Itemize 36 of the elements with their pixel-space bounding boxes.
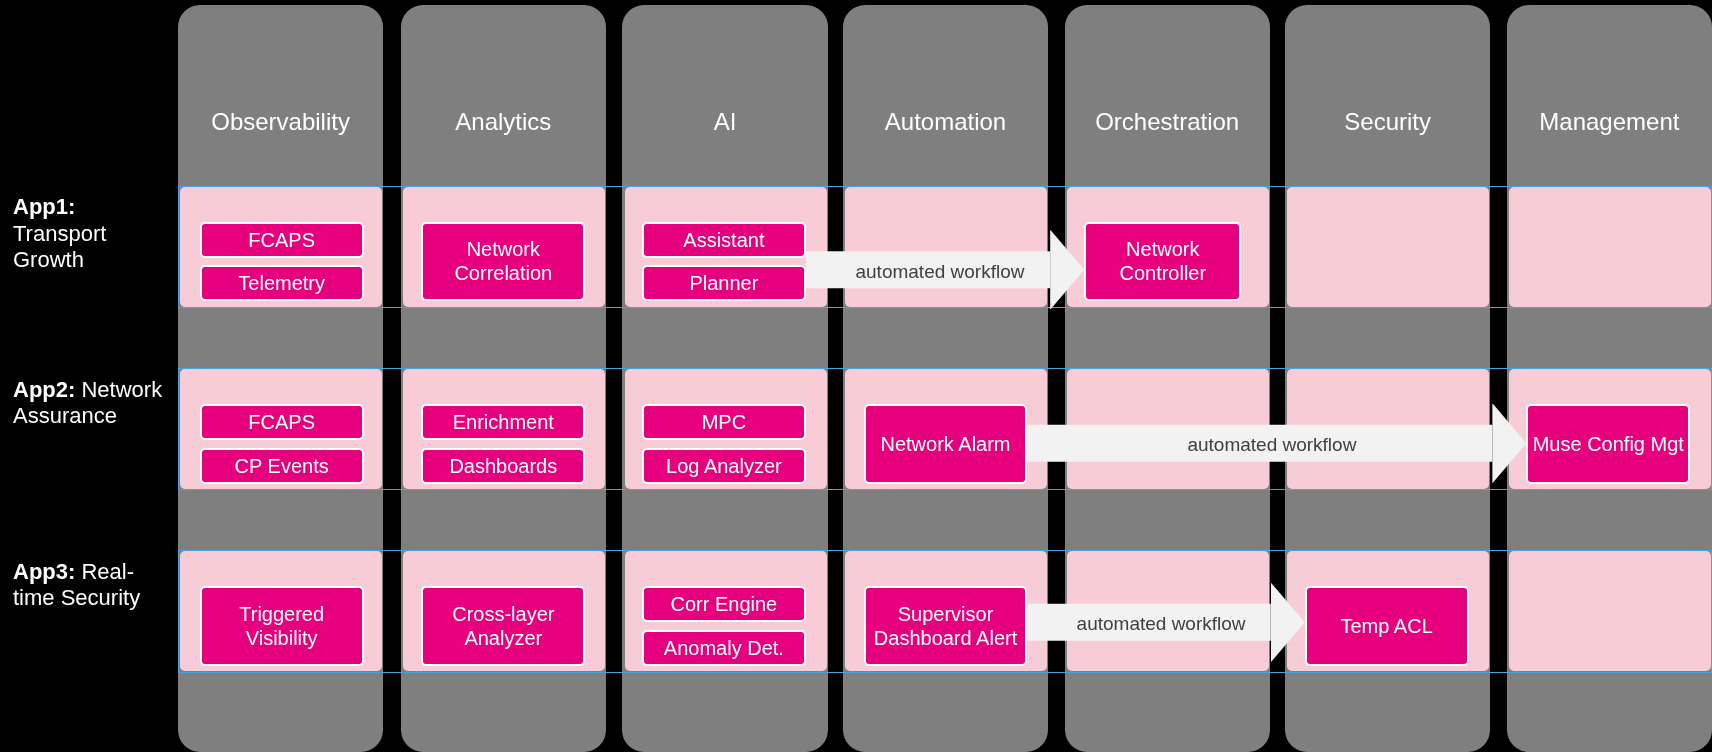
component-box: CP Events (199, 447, 364, 484)
component-box: Enrichment (421, 403, 586, 440)
column-heading: Management (1538, 107, 1681, 137)
component-box: FCAPS (199, 403, 364, 440)
column-heading: AI (712, 107, 738, 137)
component-box: Triggered Visibility (199, 586, 364, 666)
component-box: Planner (642, 265, 806, 302)
column-heading: Orchestration (1094, 107, 1241, 137)
component-box: MPC (642, 403, 806, 440)
component-box: Log Analyzer (642, 447, 806, 484)
component-box: Network Alarm (863, 403, 1028, 484)
edge-label: automated workflow (854, 259, 1026, 284)
row-label: App2: Network Assurance (13, 376, 163, 430)
column-heading: Observability (210, 107, 351, 137)
component-box: Assistant (642, 221, 806, 258)
column-heading: Security (1343, 107, 1433, 137)
row-label: App1: Transport Growth (13, 194, 108, 274)
component-box: FCAPS (199, 221, 364, 258)
block-arrow (1027, 582, 1305, 663)
block-arrow (805, 229, 1085, 310)
column-heading: Analytics (454, 107, 553, 137)
component-box: Telemetry (199, 265, 364, 302)
component-box: Network Controller (1084, 221, 1242, 302)
block-arrow (1027, 403, 1527, 484)
component-box: Temp ACL (1304, 586, 1469, 666)
component-box: Dashboards (421, 447, 586, 484)
component-box: Supervisor Dashboard Alert (863, 586, 1028, 666)
edge-label: automated workflow (1186, 433, 1358, 458)
component-box: Network Correlation (421, 221, 586, 302)
column-heading: Automation (883, 107, 1008, 137)
component-box: Anomaly Det. (642, 630, 806, 666)
component-box: Cross-layer Analyzer (421, 586, 586, 666)
edge-label: automated workflow (1075, 612, 1247, 637)
row-label: App3: Real-time Security (13, 559, 142, 612)
component-box: Muse Config Mgt (1526, 403, 1691, 484)
component-box: Corr Engine (642, 586, 806, 623)
